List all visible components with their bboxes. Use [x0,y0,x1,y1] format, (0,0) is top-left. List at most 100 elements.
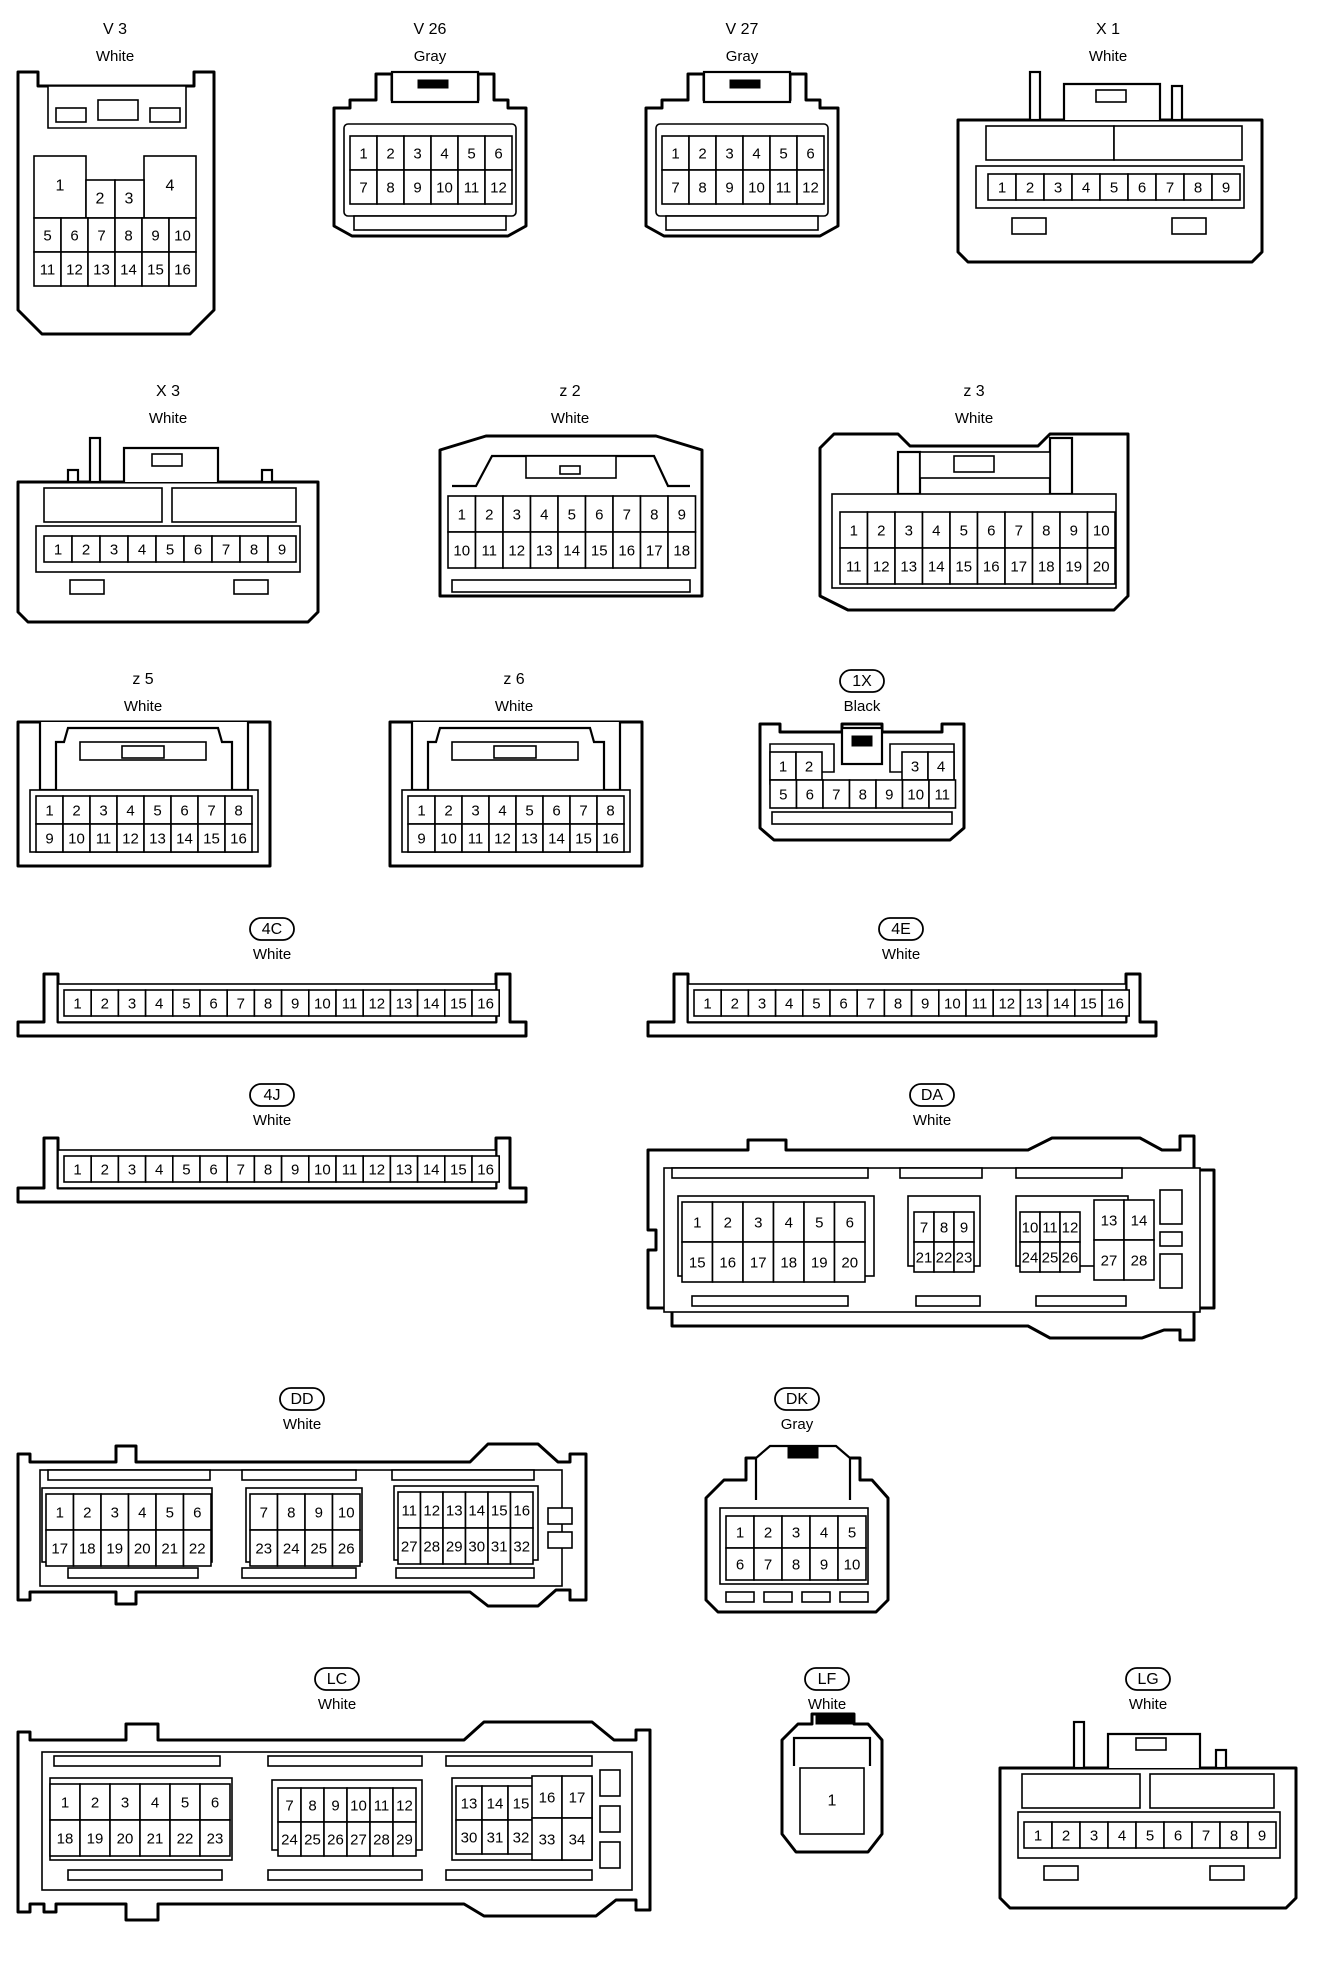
connector-code: 4C [262,921,282,938]
pin-cell [509,1527,534,1565]
pin: 3 [125,191,134,208]
pin: 29 [446,1539,463,1556]
pin: 20 [117,1831,134,1848]
pin-cell [109,1819,141,1857]
pin-cell [226,1155,256,1183]
pin-cell [1219,1821,1249,1849]
pin: 4 [151,1795,159,1812]
pin-cell [837,1547,867,1581]
pin: 1 [359,146,367,163]
pin-cell [949,511,979,549]
pin: 13 [900,559,917,576]
connector-color: White [96,48,134,65]
pin-cell [280,989,310,1017]
pin: 1 [850,523,858,540]
pin-cell [43,535,73,563]
pin: 25 [310,1541,327,1558]
connector-color: White [253,946,291,963]
pin-cell [1031,547,1061,585]
pin-cell [62,823,91,853]
pin-cell [447,531,477,569]
pin: 29 [396,1832,413,1849]
pin-cell [921,547,951,585]
pin: 12 [1062,1220,1079,1237]
pin-cell [376,169,405,205]
pin: 6 [494,146,502,163]
connector-code: z 5 [132,671,153,688]
pin: 4 [166,178,175,195]
pin: 22 [189,1541,206,1558]
pin: 7 [260,1505,268,1522]
pin: 5 [525,803,533,820]
pin: 7 [671,180,679,197]
connector-code: X 1 [1096,21,1120,38]
pin: 6 [180,803,188,820]
pin-cell [796,135,825,171]
pin: 2 [101,1162,109,1179]
connector-code: z 2 [559,383,580,400]
pin-cell [1059,1241,1081,1273]
pin: 14 [563,543,580,560]
pin: 8 [1230,1828,1238,1845]
pin-cell [725,1547,755,1581]
pin: 9 [1070,523,1078,540]
connector-color: White [955,410,993,427]
pin: 16 [174,262,191,279]
connector-code: 1X [852,673,872,690]
pin: 1 [61,1795,69,1812]
pin-cell [62,795,91,825]
pin: 10 [1093,523,1110,540]
pin: 15 [513,1796,530,1813]
pin-cell [1015,173,1045,201]
pin-cell [100,1493,130,1531]
pin: 4 [540,507,548,524]
pin: 3 [754,1215,762,1232]
connector-color: Gray [781,1416,814,1433]
pin-cell [253,989,283,1017]
connector-code: X 3 [156,383,180,400]
pin: 5 [43,228,51,245]
connector-code: 4J [264,1087,281,1104]
pin-cell [1086,547,1116,585]
pin: 22 [177,1831,194,1848]
pin-cell [49,1819,81,1857]
pin-cell [447,495,477,533]
pin: 11 [846,559,862,576]
pin: 11 [342,1162,358,1179]
pin: 1 [736,1525,744,1542]
pin: 8 [234,803,242,820]
pin: 3 [121,1795,129,1812]
pin: 13 [1026,996,1043,1013]
pin-cell [1019,989,1049,1017]
pin: 6 [806,787,814,804]
connector-color: White [149,410,187,427]
pin: 3 [911,759,919,776]
pin: 7 [764,1557,772,1574]
pin-cell [63,1155,93,1183]
pin: 9 [678,507,686,524]
pin: 6 [839,996,847,1013]
pin-cell [170,823,199,853]
pin-cell [711,1241,744,1283]
connector-code: LF [818,1671,837,1688]
pin: 6 [595,507,603,524]
pin: 2 [1026,180,1034,197]
pin: 10 [907,787,924,804]
pin: 7 [285,1798,293,1815]
pin-cell [114,217,143,253]
connector-code: z 3 [963,383,984,400]
connector-color: White [1129,1696,1167,1713]
pin: 8 [940,1220,948,1237]
connector-code: 4E [891,921,911,938]
pin: 21 [916,1250,933,1267]
pin-cell [801,989,831,1017]
pin: 1 [998,180,1006,197]
pin: 4 [1118,1828,1126,1845]
pin: 16 [602,831,619,848]
pin-cell [117,1155,147,1183]
pin-cell [226,989,256,1017]
pin-cell [1074,989,1103,1017]
pin-cell [667,531,697,569]
